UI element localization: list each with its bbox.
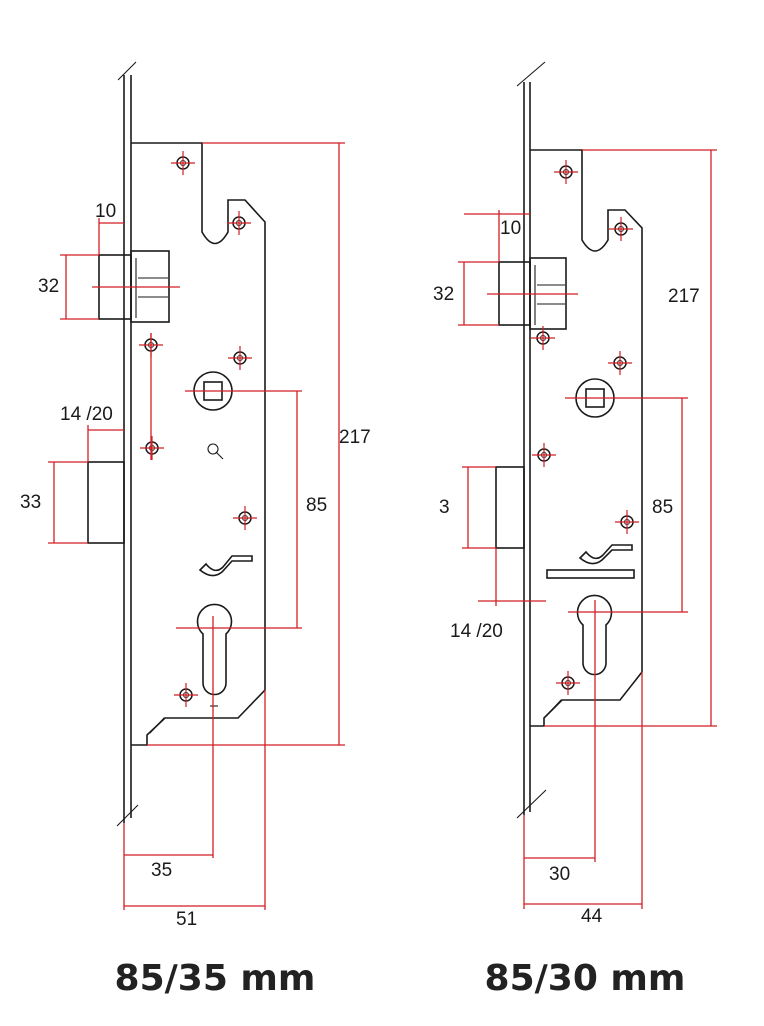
left-dim-32: 32 — [38, 276, 59, 297]
right-dim-3: 3 — [439, 497, 450, 518]
right-caption: 85/30 mm — [485, 958, 686, 999]
left-spring — [198, 555, 253, 577]
right-lock-case — [530, 149, 643, 727]
right-dim-32: 32 — [433, 284, 454, 305]
left-caption: 85/35 mm — [115, 958, 316, 999]
right-deadbolt — [495, 466, 525, 549]
left-lock-drawing: 10 32 14 /20 33 217 85 35 51 — [20, 61, 371, 930]
left-dim-10: 10 — [95, 201, 116, 222]
right-spring — [578, 544, 633, 565]
left-dim-51: 51 — [176, 909, 197, 930]
right-faceplate — [516, 61, 547, 819]
right-slot-bar — [546, 569, 635, 579]
right-lock-drawing: 10 32 217 3 85 14 /20 30 44 — [433, 61, 717, 927]
left-dimension-lines — [48, 142, 345, 910]
right-dim-30: 30 — [549, 864, 570, 885]
left-dim-33: 33 — [20, 492, 41, 513]
right-dim-10: 10 — [500, 218, 521, 239]
left-cylinder-cutout — [196, 603, 233, 696]
right-dim-14-20: 14 /20 — [450, 621, 503, 642]
right-dimension-lines — [458, 149, 717, 909]
left-faceplate — [116, 61, 139, 827]
left-keyhole-mark — [207, 443, 224, 460]
right-dim-85: 85 — [652, 497, 673, 518]
left-dim-14-20: 14 /20 — [60, 404, 113, 425]
left-dim-35: 35 — [151, 860, 172, 881]
left-deadbolt — [87, 461, 125, 544]
left-dim-217: 217 — [339, 427, 371, 448]
right-cylinder-cutout — [576, 594, 613, 676]
right-dim-217: 217 — [668, 286, 700, 307]
left-dim-85: 85 — [306, 495, 327, 516]
right-dim-44: 44 — [581, 906, 603, 927]
